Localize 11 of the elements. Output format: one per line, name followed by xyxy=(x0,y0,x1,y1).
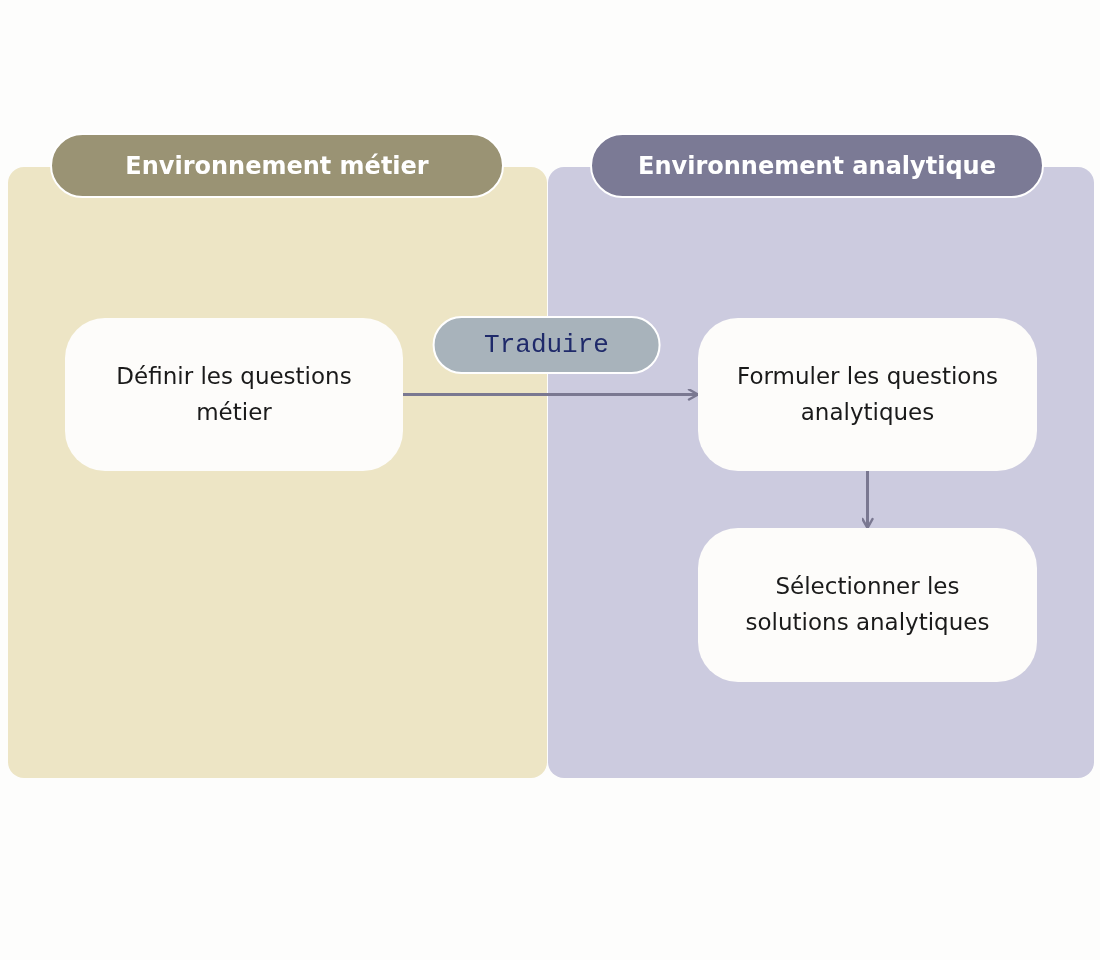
panel-heading: Environnement métier xyxy=(50,133,504,198)
arrow xyxy=(861,471,874,530)
edge-label: Traduire xyxy=(432,315,661,374)
process-box xyxy=(698,528,1037,682)
process-box xyxy=(65,318,403,471)
process-box xyxy=(698,318,1037,471)
panel-heading: Environnement analytique xyxy=(590,133,1044,198)
process-text: Formuler les questions analytiques xyxy=(736,361,999,427)
process-text: Sélectionner les solutions analytiques xyxy=(744,572,991,637)
arrow xyxy=(403,388,700,401)
process-text: Définir les questions métier xyxy=(115,361,353,427)
